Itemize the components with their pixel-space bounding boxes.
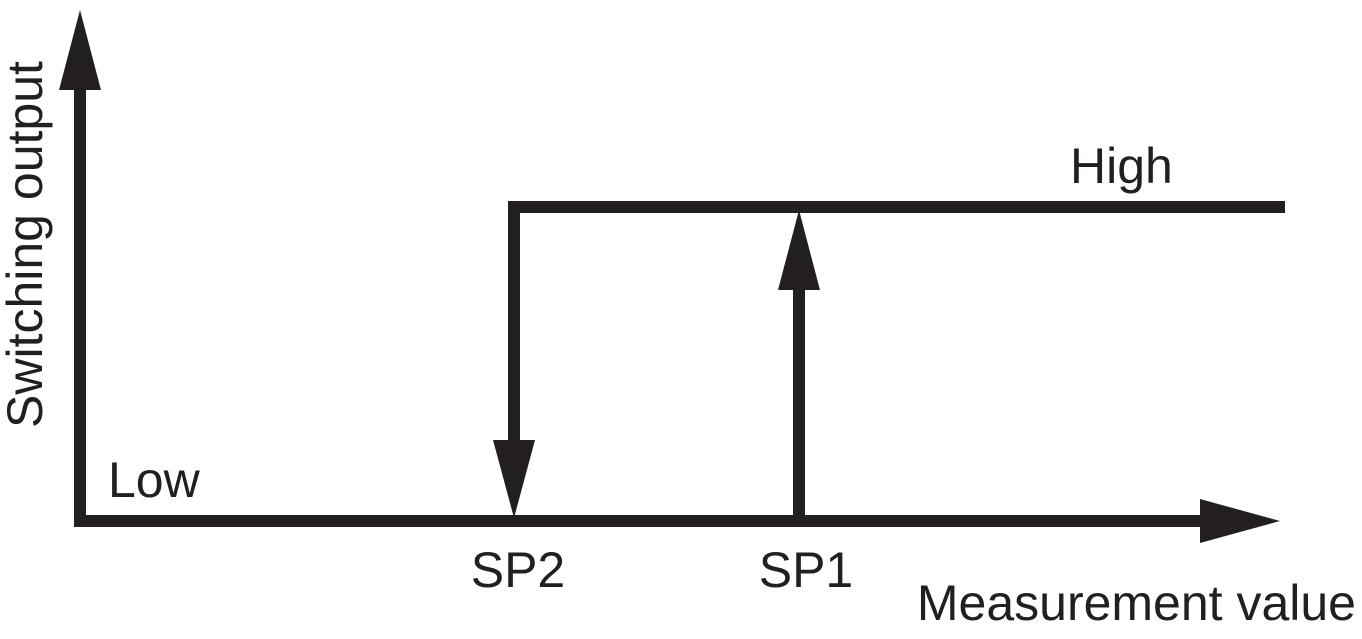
high-state-label: High <box>1070 138 1173 194</box>
sp1-switch-up-arrowhead <box>778 210 820 290</box>
x-axis-label: Measurement value <box>917 575 1356 631</box>
sp1-label: SP1 <box>759 542 854 598</box>
low-state-label: Low <box>108 452 201 508</box>
x-axis <box>74 499 1280 543</box>
sp2-switch-down-arrowhead <box>493 440 535 518</box>
high-level-line <box>508 201 1285 445</box>
y-axis-arrowhead <box>59 10 101 90</box>
y-axis <box>59 10 101 524</box>
sp2-label: SP2 <box>471 542 566 598</box>
x-axis-arrowhead <box>1200 499 1280 543</box>
y-axis-label: Switching output <box>0 61 53 428</box>
